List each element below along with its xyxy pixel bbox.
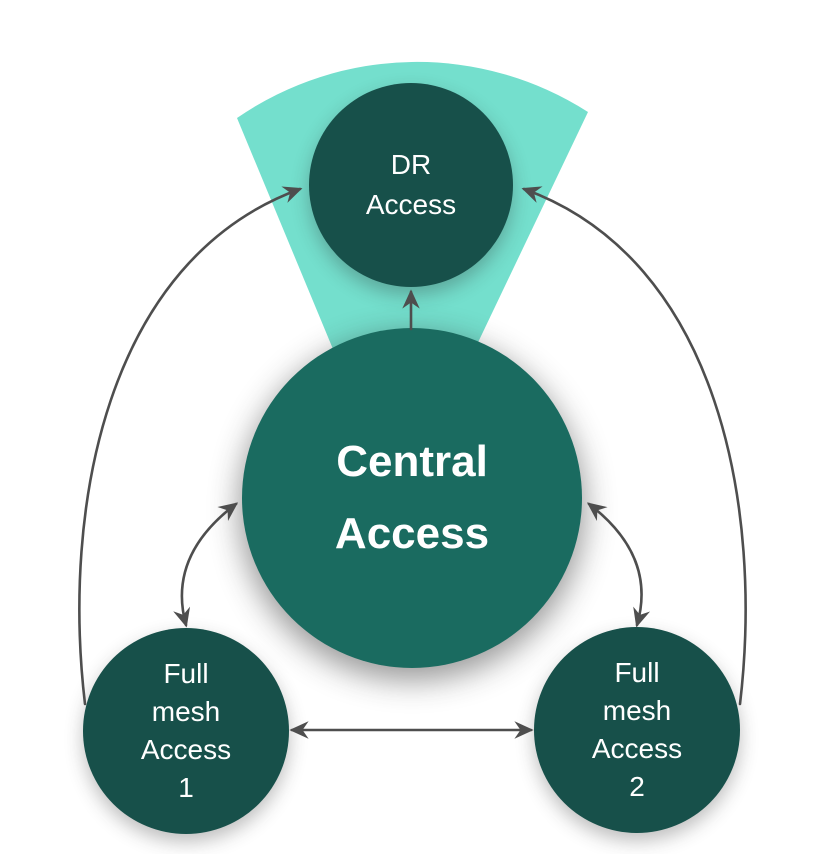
node-label-line: 1 (178, 772, 194, 803)
node-label-line: Access (365, 189, 457, 220)
arrow-central-fm1-two-way (173, 502, 239, 628)
node-label-line: mesh (151, 696, 221, 727)
node-central-access: Central Access (242, 328, 582, 668)
node-dr-access: DR Access (309, 83, 513, 287)
node-label-line: Access (334, 509, 490, 558)
node-label-line: Central (336, 437, 488, 486)
node-label-line: 2 (629, 771, 645, 802)
arrow-central-fm2-two-way (586, 502, 651, 628)
node-label-line: mesh (602, 695, 672, 726)
node-label-line: Full (163, 658, 209, 689)
node-label-line: DR (390, 149, 432, 180)
node-label-line: Full (614, 657, 660, 688)
node-label-line: Access (591, 733, 683, 764)
node-full-mesh-access-1: Full mesh Access 1 (83, 628, 289, 834)
node-full-mesh-access-2: Full mesh Access 2 (534, 627, 740, 833)
node-label-line: Access (140, 734, 232, 765)
